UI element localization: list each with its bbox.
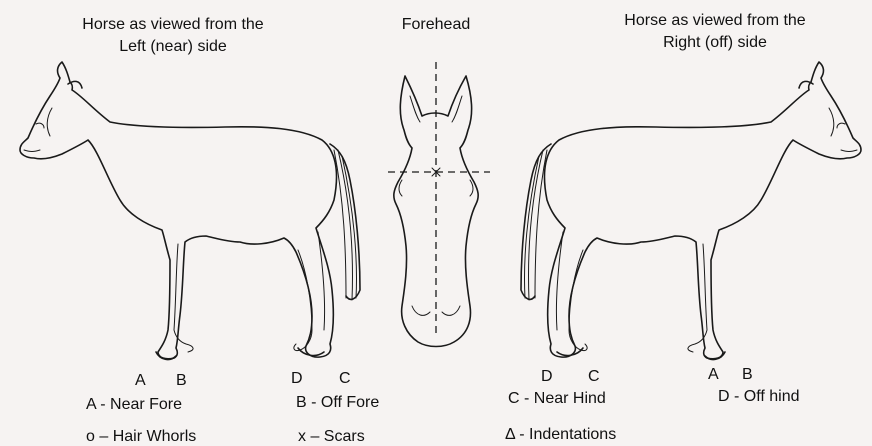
left-view-title-line1: Horse as viewed from the: [38, 14, 308, 36]
forehead-title: Forehead: [386, 14, 486, 36]
right-marker-c: C: [588, 368, 600, 386]
left-view-title-line2: Left (near) side: [38, 36, 308, 58]
legend-off-hind: D - Off hind: [718, 388, 800, 406]
left-marker-a: A: [135, 372, 146, 390]
left-view-title: Horse as viewed from the Left (near) sid…: [38, 14, 308, 58]
right-view-title-line2: Right (off) side: [580, 32, 850, 54]
legend-indentations: Δ - Indentations: [505, 426, 616, 444]
right-view-title-line1: Horse as viewed from the: [580, 10, 850, 32]
legend-off-fore: B - Off Fore: [296, 394, 379, 412]
right-side-horse-drawing: [521, 62, 861, 359]
legend-near-fore: A - Near Fore: [86, 396, 182, 414]
legend-scars: x – Scars: [298, 428, 365, 446]
right-view-title: Horse as viewed from the Right (off) sid…: [580, 10, 850, 54]
left-marker-b: B: [176, 372, 187, 390]
legend-near-hind: C - Near Hind: [508, 390, 606, 408]
left-marker-c: C: [339, 370, 351, 388]
left-side-horse-drawing: [20, 62, 360, 359]
right-marker-a: A: [708, 366, 719, 384]
left-marker-d: D: [291, 370, 303, 388]
right-marker-b: B: [742, 366, 753, 384]
forehead-front-view-drawing: [388, 62, 490, 347]
right-marker-d: D: [541, 368, 553, 386]
legend-hair-whorls: o – Hair Whorls: [86, 428, 196, 446]
